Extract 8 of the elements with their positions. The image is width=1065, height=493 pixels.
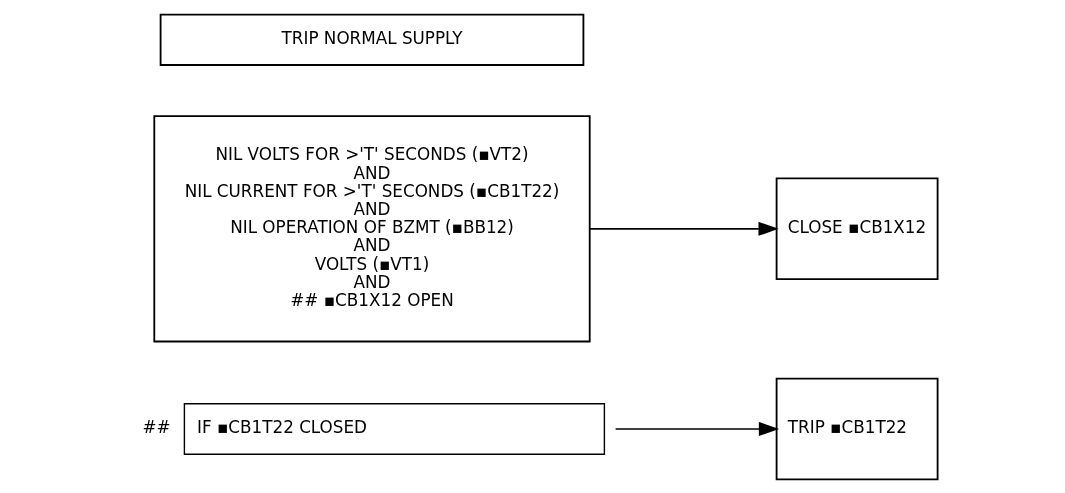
node-label: ##	[141, 416, 171, 437]
arrow	[614, 421, 779, 436]
node-box: NIL VOLTS FOR >'T' SECONDS (▪VT2) AND NIL CURRENT FOR >'T' SECONDS (▪CB1T22) AND NIL OPERATION OF BZMT (▪BB12) AND VOLTS (▪VT1) AND ## ▪CB1X12 OPEN	[152, 114, 591, 342]
arrow	[588, 221, 779, 236]
node-box: TRIP NORMAL SUPPLY	[159, 13, 584, 66]
node-box: TRIP ▪CB1T22	[775, 377, 938, 480]
node-box: IF ▪CB1T22 CLOSED	[183, 402, 605, 455]
node-box: CLOSE ▪CB1X12	[775, 177, 938, 280]
